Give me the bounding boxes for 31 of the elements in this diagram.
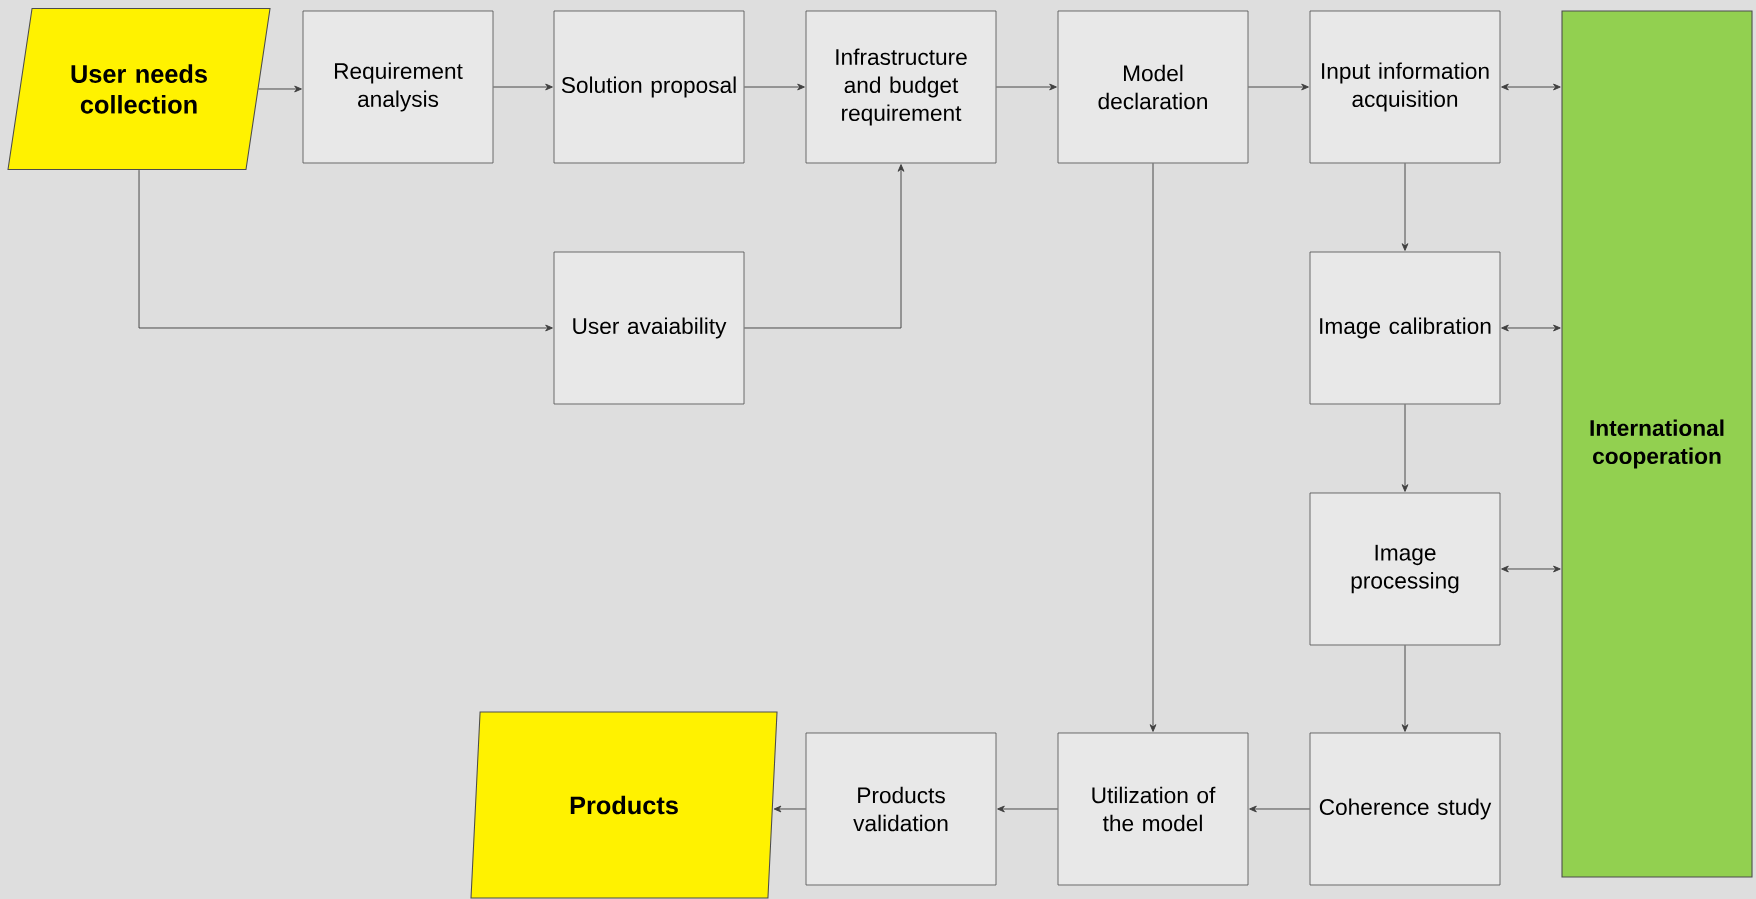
process-box: Image processing (1309, 492, 1501, 646)
arrow (743, 164, 905, 329)
process-box: Requirement analysis (302, 10, 494, 164)
process-box: Solution proposal (553, 10, 745, 164)
arrow (138, 169, 553, 332)
arrow (1501, 324, 1561, 332)
arrow (1401, 644, 1409, 732)
process-box: Input information acquisition (1309, 10, 1501, 164)
arrow (1149, 162, 1157, 732)
arrow (995, 83, 1057, 91)
arrow (1247, 83, 1309, 91)
process-box: User avaiability (553, 251, 745, 405)
process-box: Image calibration (1309, 251, 1501, 405)
parallelogram: User needs collection (7, 7, 271, 171)
arrow (1401, 403, 1409, 492)
arrow (773, 805, 807, 813)
tall-box: International cooperation (1561, 10, 1753, 878)
arrow (1249, 805, 1311, 813)
arrow (258, 85, 302, 93)
process-box: Utilization of the model (1057, 732, 1249, 886)
arrow (492, 83, 553, 91)
arrow (1401, 162, 1409, 251)
process-box: Coherence study (1309, 732, 1501, 886)
arrow (1501, 565, 1561, 573)
process-box: Model declaration (1057, 10, 1249, 164)
process-box: Products validation (805, 732, 997, 886)
process-box: Infrastructure and budget requirement (805, 10, 997, 164)
arrow (743, 83, 805, 91)
arrow (997, 805, 1059, 813)
arrow (1501, 83, 1561, 91)
parallelogram: Products (470, 711, 778, 899)
